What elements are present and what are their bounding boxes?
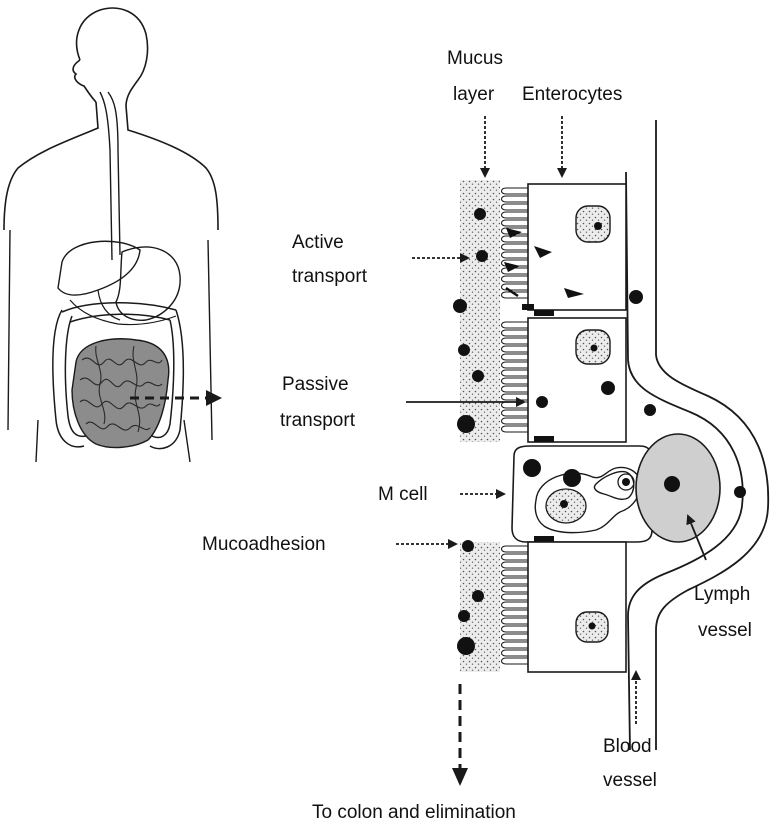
- liver-and-stomach: [58, 241, 180, 324]
- blood-vessel-label: Blood: [603, 736, 652, 757]
- active-transport-label: transport: [292, 266, 368, 287]
- mucus-layer-label: layer: [453, 84, 495, 105]
- passive-transport-label: Passive: [282, 374, 349, 395]
- nucleolus: [591, 345, 598, 352]
- active-transport-label: Active: [292, 232, 344, 253]
- tight-junction: [534, 310, 554, 316]
- lymph-vessel: [636, 434, 720, 542]
- nucleus: [576, 206, 610, 242]
- blood-vessel-label: vessel: [603, 770, 657, 791]
- nucleolus: [589, 623, 596, 630]
- blood-vessel-walls: [626, 120, 768, 750]
- transporter: [504, 262, 520, 272]
- m-cell-label: M cell: [378, 484, 428, 505]
- small-intestine: [72, 339, 169, 448]
- tight-junction: [522, 304, 534, 310]
- microvilli: [502, 546, 529, 664]
- nucleolus: [594, 222, 602, 230]
- enterocyte-cell: [528, 542, 626, 672]
- lymph-vessel-label: Lymph: [694, 584, 750, 605]
- m-cell: [512, 446, 652, 542]
- elimination-label: To colon and elimination: [312, 802, 516, 823]
- microvilli: [502, 322, 529, 432]
- tight-junction: [534, 436, 554, 442]
- particle: [536, 396, 548, 408]
- particle: [563, 469, 581, 487]
- microvilli: [502, 188, 529, 298]
- nucleolus: [560, 500, 568, 508]
- lymph-vessel-label: vessel: [698, 620, 752, 641]
- mucoadhesion-label: Mucoadhesion: [202, 534, 326, 555]
- passive-transport-label: transport: [280, 410, 356, 431]
- enterocyte-cell: [528, 318, 626, 442]
- mucus-layer-label: Mucus: [447, 48, 503, 69]
- microvilli-brush-border: [502, 188, 529, 664]
- enterocytes-label: Enterocytes: [522, 84, 622, 105]
- tight-junction: [534, 536, 554, 542]
- elimination-arrow: [452, 684, 468, 786]
- particle: [523, 459, 541, 477]
- esophagus: [100, 92, 120, 260]
